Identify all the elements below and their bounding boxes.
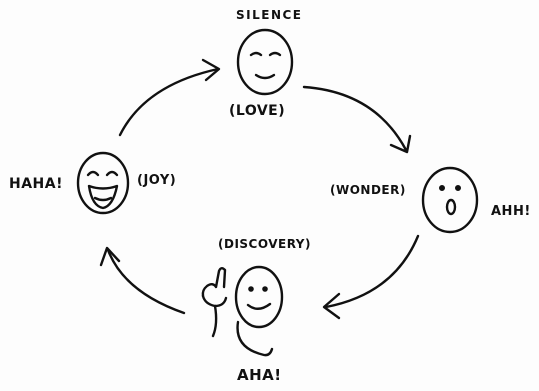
- label-love: (LOVE): [229, 103, 286, 119]
- arrow-silence-to-wonder: [302, 85, 412, 154]
- label-ahh: AHH!: [491, 204, 531, 219]
- arrow-wonder-to-discovery: [322, 234, 420, 320]
- label-discovery: (DISCOVERY): [218, 237, 311, 251]
- discovery-face-icon: [234, 265, 284, 357]
- label-aha: AHA!: [237, 366, 282, 384]
- label-wonder: (WONDER): [330, 183, 406, 197]
- label-joy: (JOY): [137, 173, 177, 188]
- label-haha: HAHA!: [9, 176, 63, 192]
- label-silence: SILENCE: [236, 8, 303, 22]
- arrow-joy-to-silence: [118, 58, 221, 137]
- serene-face-icon: [236, 28, 294, 96]
- arrow-discovery-to-joy: [99, 246, 186, 315]
- surprised-face-icon: [421, 166, 479, 234]
- laughing-face-icon: [76, 151, 130, 215]
- raised-finger-icon: [201, 267, 228, 338]
